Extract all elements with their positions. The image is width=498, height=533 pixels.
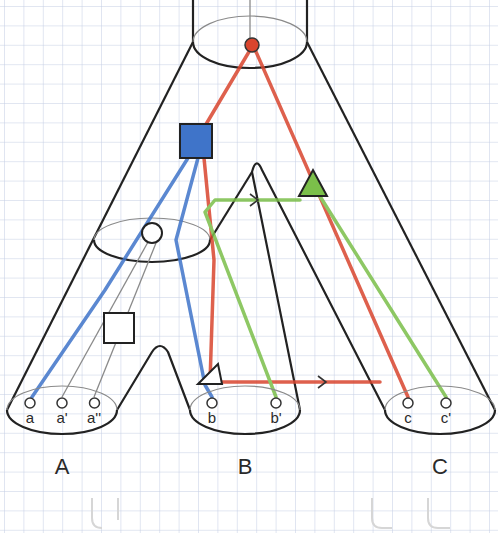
gene-label: b'	[270, 409, 281, 426]
gene-leaf: a''	[84, 396, 105, 427]
gene-label: b	[208, 409, 216, 426]
species-label: B	[189, 454, 301, 480]
transfer-triangle	[198, 364, 222, 384]
gene-label: a''	[87, 409, 101, 426]
gene-leaf-dot	[271, 398, 281, 408]
species-label: A	[6, 454, 118, 480]
red-lineage	[253, 45, 408, 397]
gene-label: a'	[56, 409, 67, 426]
blue-lineage	[32, 158, 188, 397]
gene-leaf: a'	[52, 396, 72, 427]
ellipse-front	[190, 410, 300, 434]
gene-leaf: a	[20, 396, 40, 427]
duplication-square	[180, 124, 212, 158]
ellipse-front	[385, 410, 495, 434]
root-dot	[245, 38, 259, 52]
gene-leaf: b'	[266, 396, 286, 427]
ellipse-front	[7, 410, 117, 434]
gene-leaf: c	[398, 396, 418, 427]
gene-leaf: b	[202, 396, 222, 427]
transfer-triangle	[299, 170, 327, 196]
green-lineage	[316, 190, 446, 397]
duplication-square	[104, 313, 134, 343]
species-leaf: Bb b'	[189, 388, 301, 480]
ellipse-back	[7, 386, 117, 410]
species-tree-outline	[7, 0, 495, 410]
gene-leaf-dot	[403, 398, 413, 408]
gene-label: c'	[441, 409, 451, 426]
gene-label: a	[26, 409, 34, 426]
gene-leaf: c'	[436, 396, 456, 427]
species-leaf: Cc c'	[384, 388, 496, 480]
speciation-circle	[142, 223, 162, 243]
red-lineage	[204, 158, 380, 382]
species-leaf: Aa a' a''	[6, 388, 118, 480]
gene-label: c	[404, 409, 412, 426]
gene-leaf-dot	[25, 398, 35, 408]
red-lineage	[205, 45, 253, 126]
ellipse-back	[190, 386, 300, 410]
gene-leaf-dot	[207, 398, 217, 408]
ellipse-back	[385, 386, 495, 410]
gene-leaf-dot	[57, 398, 67, 408]
transfer-arrowheads	[250, 194, 326, 388]
bleed-marks	[92, 498, 450, 528]
species-label: C	[384, 454, 496, 480]
gene-leaf-dot	[441, 398, 451, 408]
gene-leaf-dot	[89, 398, 99, 408]
